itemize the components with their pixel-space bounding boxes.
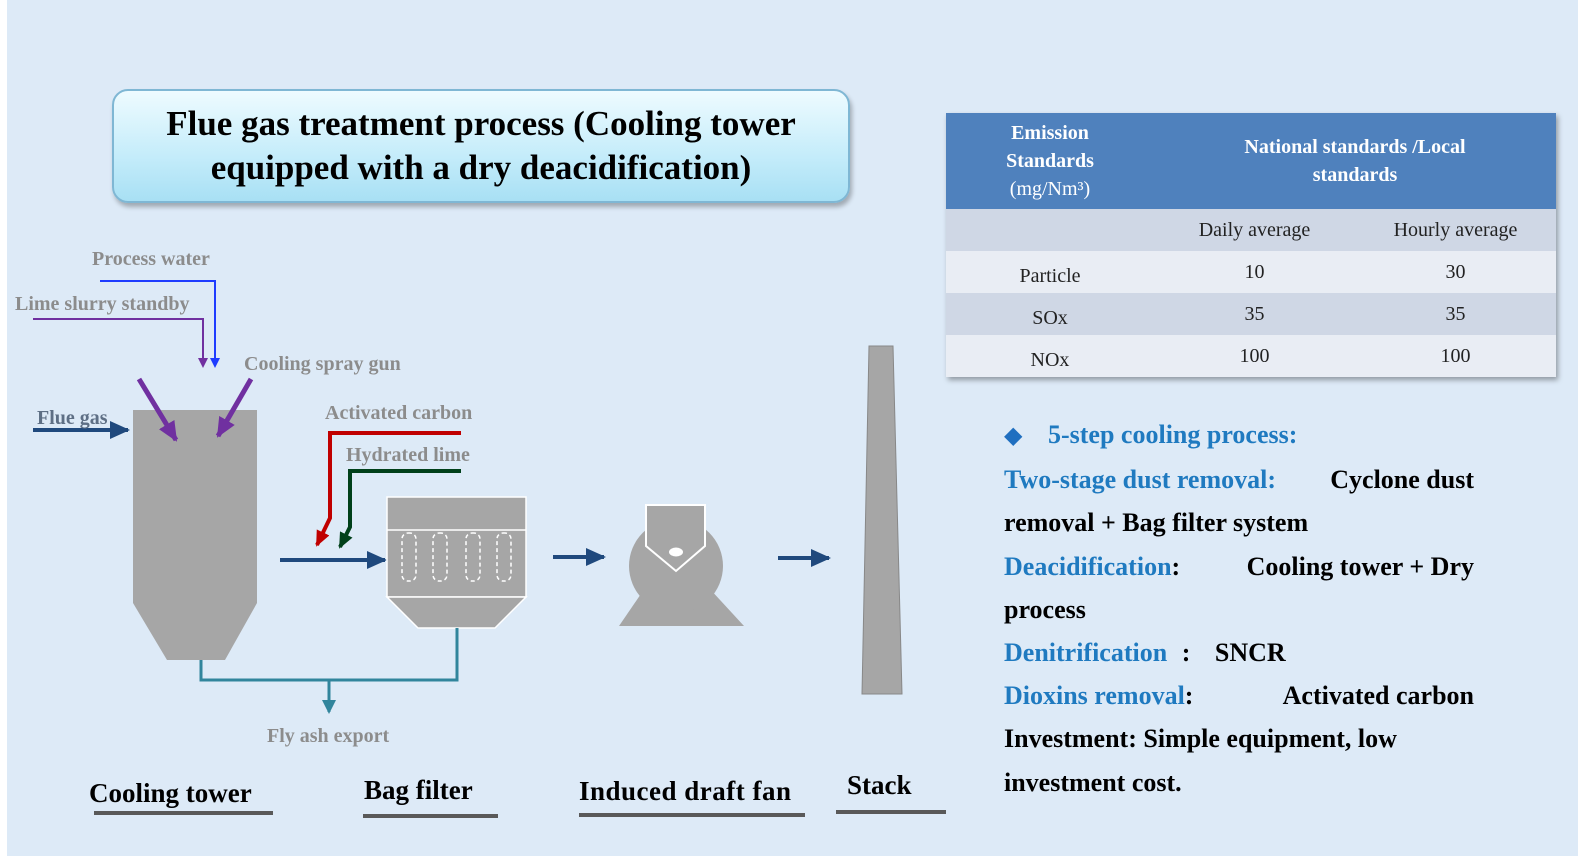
label-process-water: Process water <box>92 248 210 270</box>
info-dioxin-row: Dioxins removal: Activated carbon <box>1004 674 1474 717</box>
spray-gun-arrow-left <box>136 377 179 442</box>
table-cell-daily: 10 <box>1154 251 1355 293</box>
table-header-national-standards: National standards /Local standards <box>1154 113 1556 209</box>
table-cell-hourly: 35 <box>1355 293 1556 335</box>
info-dioxin-sep: : <box>1184 681 1194 711</box>
equipment-label-induced-draft-fan: Induced draft fan <box>579 776 792 806</box>
stack-shape <box>861 345 903 695</box>
info-deacid-value-2: process <box>1004 594 1086 624</box>
info-dioxin-value: Activated carbon <box>1282 681 1474 711</box>
table-cell-pollutant: Particle <box>946 251 1154 293</box>
activated-carbon-line <box>315 431 461 547</box>
info-dioxin-label: Dioxins removal <box>1004 681 1185 711</box>
table-header-line-1: Emission <box>1011 122 1089 144</box>
diagram-title-text: Flue gas treatment process (Cooling towe… <box>166 104 796 187</box>
table-subheader-empty <box>946 209 1154 251</box>
table-header-emission-standards: Emission Standards (mg/Nm³) <box>946 113 1154 209</box>
info-dust-value-1: Cyclone dust <box>1330 465 1474 495</box>
underline-induced-draft-fan <box>579 813 805 817</box>
equipment-label-stack: Stack <box>847 770 912 800</box>
info-dust-row: Two-stage dust removal: Cyclone dust <box>1004 458 1474 501</box>
table-cell-pollutant: SOx <box>946 293 1154 335</box>
fly-ash-line <box>199 628 459 682</box>
table-subheader-row: Daily average Hourly average <box>946 209 1556 251</box>
info-denitr-row: Denitrification : SNCR <box>1004 631 1474 674</box>
induced-draft-fan-shape <box>619 504 744 626</box>
equipment-label-bag-filter: Bag filter <box>364 775 473 805</box>
info-deacid-label: Deacidification <box>1004 551 1172 581</box>
info-dust-label: Two-stage dust removal: <box>1004 465 1277 495</box>
info-investment-2: investment cost. <box>1004 767 1182 797</box>
table-row: SOx 35 35 <box>946 293 1556 335</box>
table-row: Particle 10 30 <box>946 251 1556 293</box>
info-denitr-sep: : <box>1181 638 1191 668</box>
underline-bag-filter <box>363 814 498 818</box>
label-flue-gas: Flue gas <box>37 407 108 429</box>
table-subheader-daily: Daily average <box>1154 209 1355 251</box>
diamond-bullet-icon: ◆ <box>1004 423 1023 449</box>
underline-cooling-tower <box>94 811 273 815</box>
table-cell-hourly: 30 <box>1355 251 1556 293</box>
table-cell-daily: 35 <box>1154 293 1355 335</box>
cooling-tower-shape <box>133 410 257 660</box>
table-cell-pollutant: NOx <box>946 335 1154 377</box>
process-info-block: ◆ 5-step cooling process: Two-stage dust … <box>1004 413 1474 804</box>
table-row: NOx 100 100 <box>946 335 1556 377</box>
table-header-line-2: Standards <box>1006 150 1094 172</box>
process-water-line <box>100 280 220 368</box>
info-dust-value-2: removal + Bag filter system <box>1004 508 1309 538</box>
info-investment-1: Investment: Simple equipment, low <box>1004 724 1397 754</box>
hydrated-lime-line <box>338 469 461 549</box>
equipment-label-cooling-tower: Cooling tower <box>89 778 252 808</box>
table-header-row: Emission Standards (mg/Nm³) National sta… <box>946 113 1556 209</box>
bag-filter-shape <box>385 496 528 629</box>
info-denitr-label: Denitrification <box>1004 638 1168 668</box>
table-cell-daily: 100 <box>1154 335 1355 377</box>
info-denitr-value: SNCR <box>1214 638 1286 668</box>
info-deacid-sep: : <box>1171 551 1181 581</box>
label-fly-ash-export: Fly ash export <box>267 725 390 747</box>
table-cell-hourly: 100 <box>1355 335 1556 377</box>
label-cooling-spray-gun: Cooling spray gun <box>244 353 401 375</box>
emission-standards-table: Emission Standards (mg/Nm³) National sta… <box>946 113 1556 377</box>
diagram-title: Flue gas treatment process (Cooling towe… <box>112 89 850 203</box>
lime-slurry-line <box>33 318 208 368</box>
info-deacid-value-1: Cooling tower + Dry <box>1246 551 1474 581</box>
info-deacid-row: Deacidification: Cooling tower + Dry <box>1004 545 1474 588</box>
info-heading-row: ◆ 5-step cooling process: <box>1004 413 1474 458</box>
label-hydrated-lime: Hydrated lime <box>346 444 470 466</box>
label-activated-carbon: Activated carbon <box>325 402 472 424</box>
spray-gun-arrow-right <box>215 377 254 438</box>
info-heading: 5-step cooling process: <box>1048 420 1298 449</box>
underline-stack <box>836 810 946 814</box>
table-subheader-hourly: Hourly average <box>1355 209 1556 251</box>
label-lime-slurry: Lime slurry standby <box>15 293 189 315</box>
table-header-line-3: (mg/Nm³) <box>1009 178 1091 200</box>
